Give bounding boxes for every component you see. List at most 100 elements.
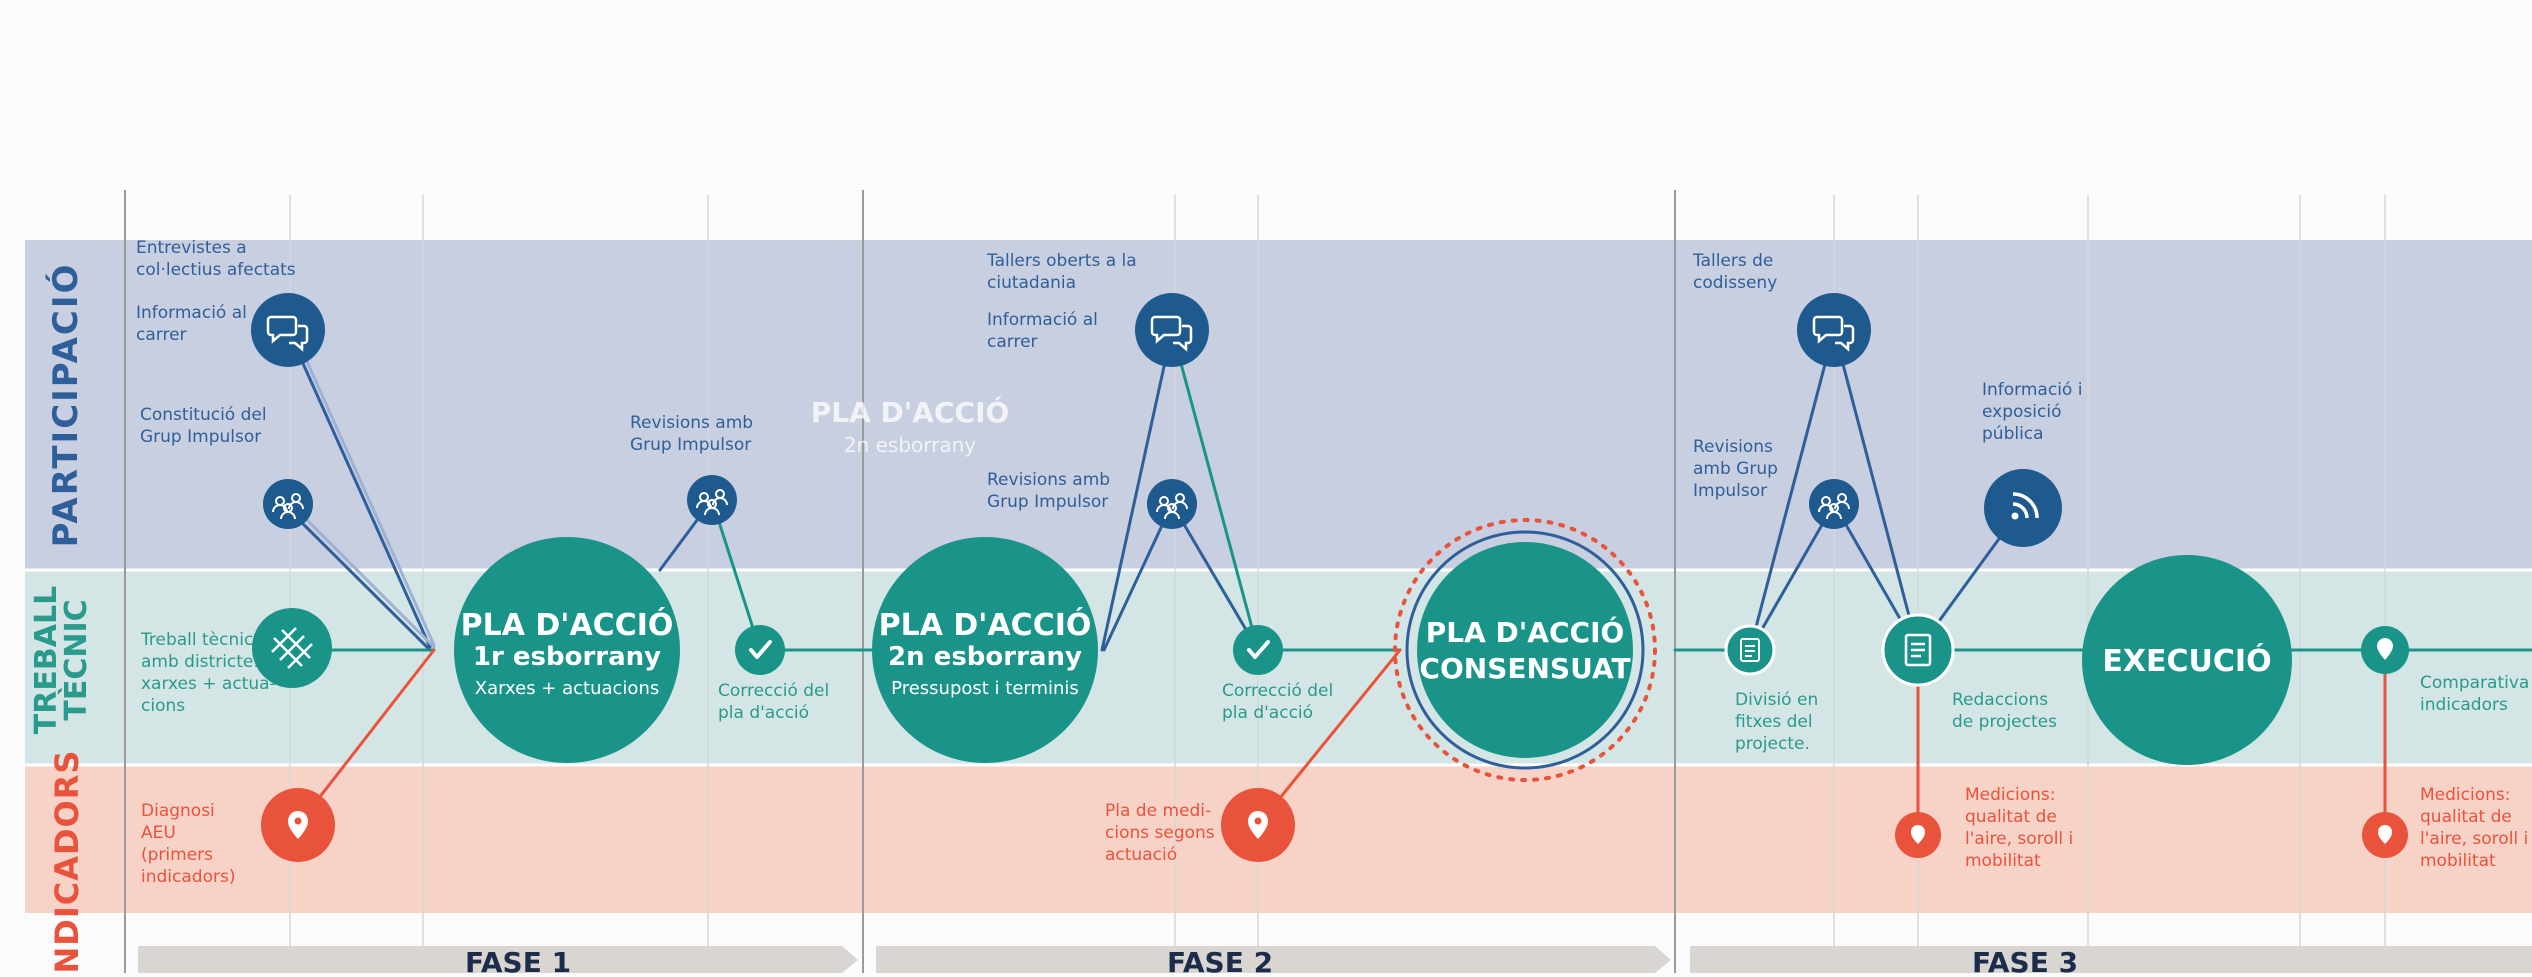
phase-label-1: FASE 1 — [465, 946, 571, 973]
big-circle-2-title: PLA D'ACCIÓ — [879, 606, 1092, 643]
group-people-icon — [1147, 479, 1197, 529]
watermark-sub: 2n esborrany — [844, 433, 976, 457]
label-line: amb Grup — [1693, 459, 1778, 479]
label-line: pla d'acció — [1222, 703, 1313, 723]
label-line: Medicions: — [1965, 785, 2055, 805]
label-line: Entrevistes a — [136, 238, 247, 258]
label-line: Informació i — [1982, 380, 2082, 400]
label-line: fitxes del — [1735, 712, 1813, 732]
phase-label-3: FASE 3 — [1972, 946, 2078, 973]
phase-label-2: FASE 2 — [1167, 946, 1273, 973]
big-circle-1-detail: Xarxes + actuacions — [475, 678, 659, 699]
label-line: Correcció del — [1222, 681, 1333, 701]
label-line: cions segons — [1105, 823, 1215, 843]
row-title-indicadors: INDICADORS — [48, 750, 86, 973]
label-line: Tallers de — [1692, 251, 1773, 271]
big-circle-1-title: PLA D'ACCIÓ — [461, 606, 674, 643]
label-line: indicadors) — [141, 867, 235, 887]
label-line: (primers — [141, 845, 213, 865]
label-line: Impulsor — [1693, 481, 1767, 501]
location-pin-icon — [261, 788, 335, 862]
big-circle-3-title: PLA D'ACCIÓ — [1426, 615, 1625, 649]
label-line: AEU — [141, 823, 176, 843]
label-line: mobilitat — [1965, 851, 2041, 871]
big-circle-3-sub: CONSENSUAT — [1419, 652, 1630, 685]
big-circle-execucio: EXECUCIÓ — [2082, 555, 2292, 765]
label-line: Redaccions — [1952, 690, 2048, 710]
label-line: qualitat de — [1965, 807, 2057, 827]
label-line: Revisions — [1693, 437, 1773, 457]
label-line: Constitució del — [140, 405, 267, 425]
label-line: carrer — [987, 332, 1038, 352]
label-line: l'aire, soroll i — [2420, 829, 2528, 849]
label-line: mobilitat — [2420, 851, 2496, 871]
big-circle-2-detail: Pressupost i terminis — [891, 678, 1079, 699]
group-people-icon — [263, 479, 313, 529]
band-participacio — [25, 240, 2532, 570]
big-circle-4-title: EXECUCIÓ — [2102, 642, 2271, 679]
label-line: Correcció del — [718, 681, 829, 701]
label-line: qualitat de — [2420, 807, 2512, 827]
label-line: Divisió en — [1735, 690, 1818, 710]
chat-bubbles-icon — [1135, 293, 1209, 367]
label-line: pla d'acció — [718, 703, 809, 723]
label-line: xarxes + actua- — [141, 674, 276, 694]
label-line: de projectes — [1952, 712, 2057, 732]
label-line: Medicions: — [2420, 785, 2510, 805]
big-circle-consensuat: PLA D'ACCIÓ CONSENSUAT — [1393, 518, 1657, 782]
label-line: l'aire, soroll i — [1965, 829, 2073, 849]
big-circle-1-sub: 1r esborrany — [473, 642, 661, 672]
label-line: Comparativa — [2420, 673, 2529, 693]
watermark-title: PLA D'ACCIÓ — [811, 395, 1010, 429]
label-line: carrer — [136, 325, 187, 345]
label-line: Treball tècnic — [140, 630, 253, 650]
location-pin-icon — [2362, 812, 2408, 858]
label-line: ciutadania — [987, 273, 1076, 293]
label-line: cions — [141, 696, 185, 716]
label-line: Pla de medi- — [1105, 801, 1211, 821]
location-pin-icon-teal — [2361, 626, 2409, 674]
big-circle-2: PLA D'ACCIÓ 2n esborrany Pressupost i te… — [872, 537, 1098, 763]
label-line: Grup Impulsor — [987, 492, 1108, 512]
label-line: pública — [1982, 424, 2044, 444]
label-line: codisseny — [1693, 273, 1777, 293]
label-line: projecte. — [1735, 734, 1810, 754]
phase-bar-2: FASE 2 — [876, 946, 1671, 977]
big-circle-2-sub: 2n esborrany — [888, 642, 1082, 672]
broadcast-icon — [1984, 469, 2062, 547]
big-circle-1: PLA D'ACCIÓ 1r esborrany Xarxes + actuac… — [454, 537, 680, 763]
label-line: Diagnosi — [141, 801, 215, 821]
label-line: Revisions amb — [630, 413, 753, 433]
chat-bubbles-icon — [1797, 293, 1871, 367]
document-icon — [1881, 613, 1955, 687]
phase-bar-1: FASE 1 — [138, 946, 858, 977]
row-title-participacio: PARTICIPACIÓ — [45, 263, 86, 548]
label-line: Tallers oberts a la — [986, 251, 1137, 271]
label-line: amb districte: — [141, 652, 259, 672]
checkmark-icon — [1233, 625, 1283, 675]
label-line: col·lectius afectats — [136, 260, 296, 280]
chat-bubbles-icon — [251, 293, 325, 367]
phase-separators — [124, 190, 1676, 973]
label-line: Grup Impulsor — [630, 435, 751, 455]
